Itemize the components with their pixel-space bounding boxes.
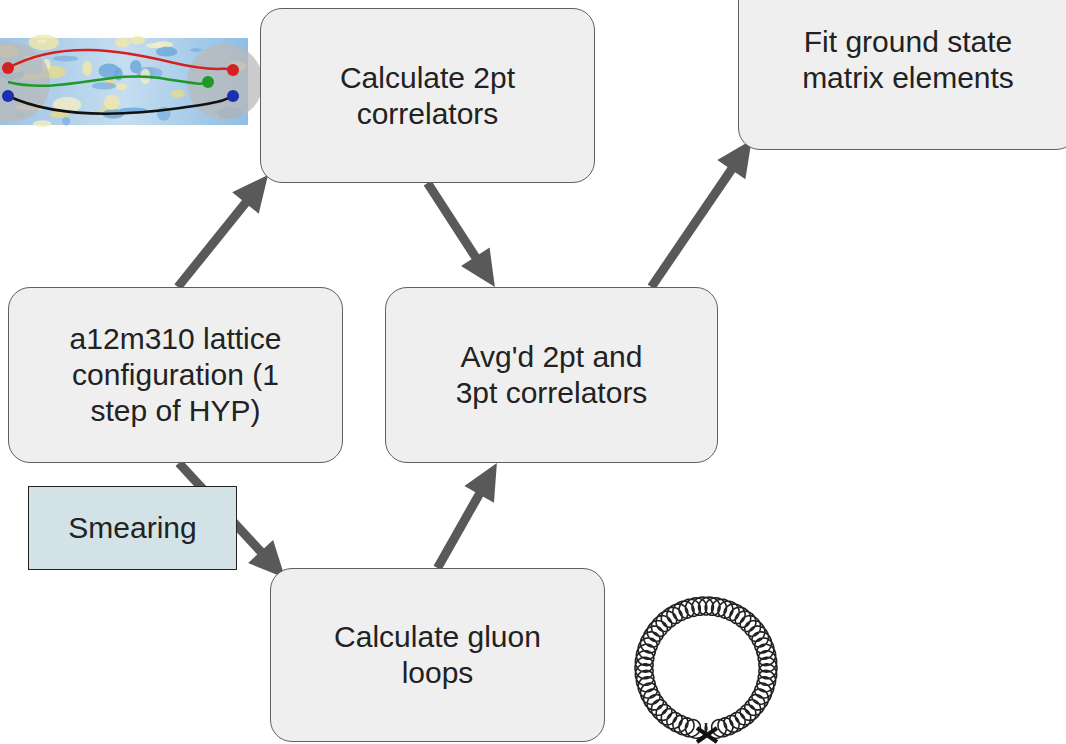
flow-arrow [438, 463, 497, 568]
arrow-head [232, 175, 268, 214]
box-label: Calculate gluon loops [320, 619, 555, 691]
arrow-shaft [178, 200, 248, 287]
box-label: Avg'd 2pt and 3pt correlators [439, 339, 664, 411]
result-box: Fit ground state matrix elements [738, 0, 1066, 150]
process-box: Avg'd 2pt and 3pt correlators [385, 287, 718, 463]
box-label: Fit ground state matrix elements [786, 24, 1031, 96]
edge-label: Smearing [28, 486, 237, 570]
process-box: Calculate 2pt correlators [260, 8, 595, 183]
flow-arrow [428, 183, 495, 287]
flow-arrow [651, 140, 751, 287]
arrow-head [461, 248, 495, 287]
flow-arrow [178, 175, 268, 287]
box-label: Calculate 2pt correlators [298, 60, 558, 132]
arrow-head [464, 463, 497, 503]
arrow-shaft [438, 491, 482, 568]
input-box: a12m310 lattice configuration (1 step of… [8, 287, 343, 463]
baryon-picture [0, 35, 263, 128]
arrow-shaft [651, 166, 733, 287]
box-label: a12m310 lattice configuration (1 step of… [53, 321, 298, 429]
gluon-loop [635, 597, 777, 742]
process-box: Calculate gluon loops [270, 568, 605, 742]
arrow-shaft [428, 183, 478, 260]
